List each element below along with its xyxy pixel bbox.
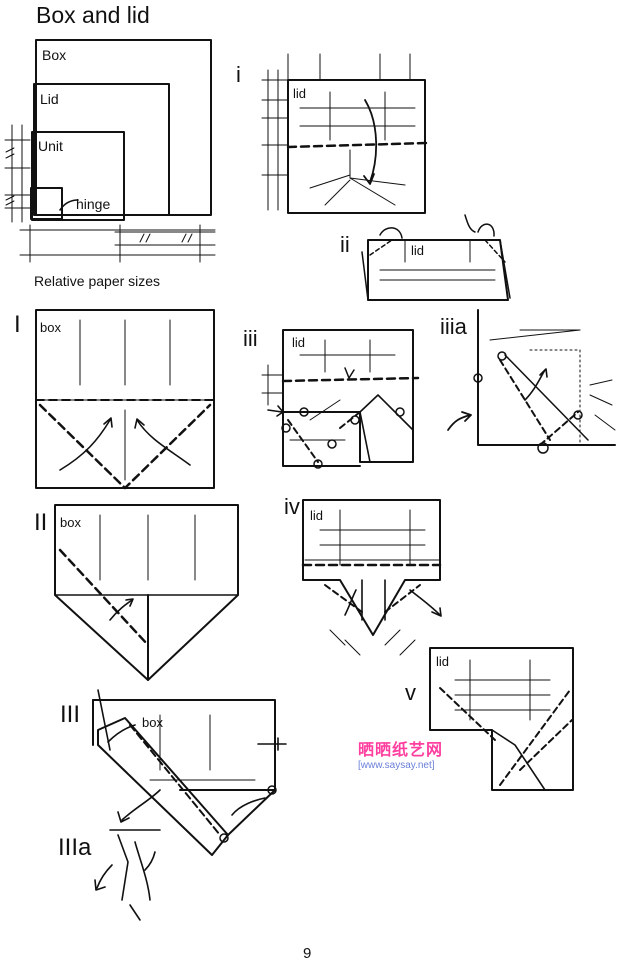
step-label-III: III bbox=[60, 701, 80, 728]
page-number: 9 bbox=[303, 945, 312, 962]
lid-square bbox=[33, 83, 170, 216]
hinge-pointer bbox=[59, 199, 79, 211]
diagram-label-lid-iv: lid bbox=[310, 508, 323, 523]
step-iii-diagram bbox=[261, 329, 420, 469]
diagram-label-lid-ii: lid bbox=[411, 243, 424, 258]
unit-square bbox=[31, 131, 125, 221]
step-i-grid bbox=[261, 53, 426, 211]
step-i-diagram bbox=[261, 53, 430, 214]
step-label-iiia: iiia bbox=[440, 314, 468, 339]
step-label-II: II bbox=[34, 509, 47, 536]
step-IIIa-diagram bbox=[94, 829, 161, 921]
step-v-diagram bbox=[429, 647, 574, 791]
overview-caption: Relative paper sizes bbox=[34, 273, 160, 289]
step-I-diagram bbox=[35, 309, 215, 490]
watermark-url: [www.saysay.net] bbox=[358, 760, 435, 771]
step-label-ii: ii bbox=[340, 232, 350, 257]
overview-label-hinge: hinge bbox=[76, 196, 110, 212]
overview-label-unit: Unit bbox=[38, 138, 63, 154]
step-label-I: I bbox=[14, 311, 21, 338]
step-label-IIIa: IIIa bbox=[58, 834, 92, 861]
watermark-logo: 晒晒纸艺网 bbox=[358, 740, 444, 759]
diagram-label-lid-iii: lid bbox=[292, 335, 305, 350]
step-II-diagram bbox=[54, 504, 239, 681]
step-label-v: v bbox=[405, 680, 416, 705]
page-title: Box and lid bbox=[36, 2, 150, 28]
overview-grid-lines bbox=[4, 124, 216, 263]
diagram-label-box-III: box bbox=[142, 715, 163, 730]
overview-label-lid: Lid bbox=[40, 91, 59, 107]
step-iv-diagram bbox=[301, 499, 442, 656]
step-III-diagram bbox=[92, 689, 287, 856]
step-ii-diagram bbox=[361, 214, 511, 301]
overview-paper-sizes bbox=[4, 39, 216, 263]
step-iiia-diagram bbox=[447, 309, 616, 454]
diagram-label-box-II: box bbox=[60, 515, 81, 530]
step-label-i: i bbox=[236, 62, 241, 87]
labels-layer: Box Lid Unit hinge Relative paper sizes … bbox=[14, 47, 468, 861]
diagram-label-box-I: box bbox=[40, 320, 61, 335]
overview-label-box: Box bbox=[42, 47, 66, 63]
diagram-label-lid-i: lid bbox=[293, 86, 306, 101]
hinge-square bbox=[30, 187, 63, 220]
diagram-label-lid-v: lid bbox=[436, 654, 449, 669]
step-label-iv: iv bbox=[284, 494, 300, 519]
step-label-iii: iii bbox=[243, 326, 258, 351]
